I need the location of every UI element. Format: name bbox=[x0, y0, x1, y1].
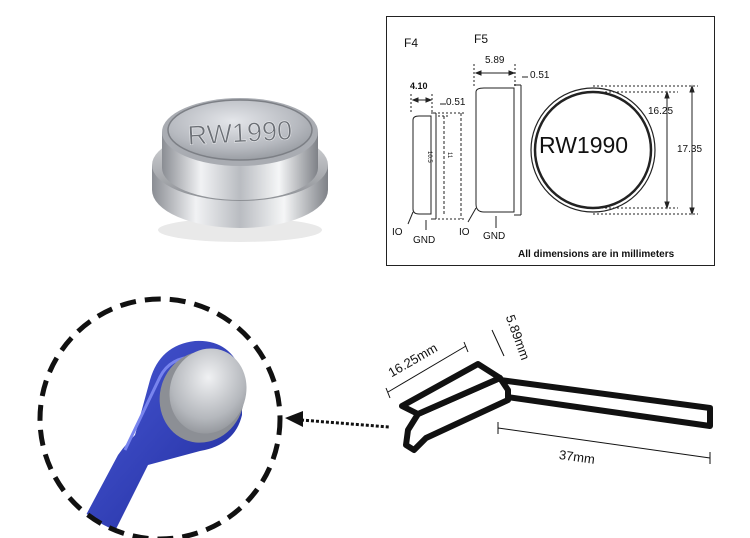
units-note: All dimensions are in millimeters bbox=[518, 249, 675, 260]
f4-rim-value: 0.51 bbox=[446, 97, 466, 108]
fob-closeup bbox=[37, 296, 283, 538]
f5-io-label: IO bbox=[459, 227, 470, 238]
f4-io-label: IO bbox=[392, 227, 403, 238]
photo-engraving: RW1990 bbox=[187, 115, 293, 150]
dimension-drawing bbox=[386, 16, 715, 266]
fob-outline-drawing bbox=[385, 329, 713, 464]
f4-width-value: 4.10 bbox=[410, 81, 428, 91]
f4-gnd-label: GND bbox=[413, 235, 436, 246]
outer-diameter-value: 17.35 bbox=[677, 144, 703, 155]
f5-label: F5 bbox=[474, 32, 489, 46]
f4-outer-height-value: 11 bbox=[446, 152, 452, 159]
rw1990-button-photo: RW1990 bbox=[152, 98, 328, 242]
dimension-lines bbox=[407, 64, 698, 230]
f4-inner-height-value: 10.5 bbox=[426, 151, 432, 163]
face-diameter-value: 16.25 bbox=[648, 106, 674, 117]
f5-rim-value: 0.51 bbox=[530, 70, 550, 81]
pointer-arrow bbox=[285, 411, 390, 429]
f4-label: F4 bbox=[404, 36, 419, 50]
f5-gnd-label: GND bbox=[483, 231, 506, 242]
f5-width-value: 5.89 bbox=[485, 55, 505, 66]
face-engraving: RW1990 bbox=[539, 132, 629, 158]
